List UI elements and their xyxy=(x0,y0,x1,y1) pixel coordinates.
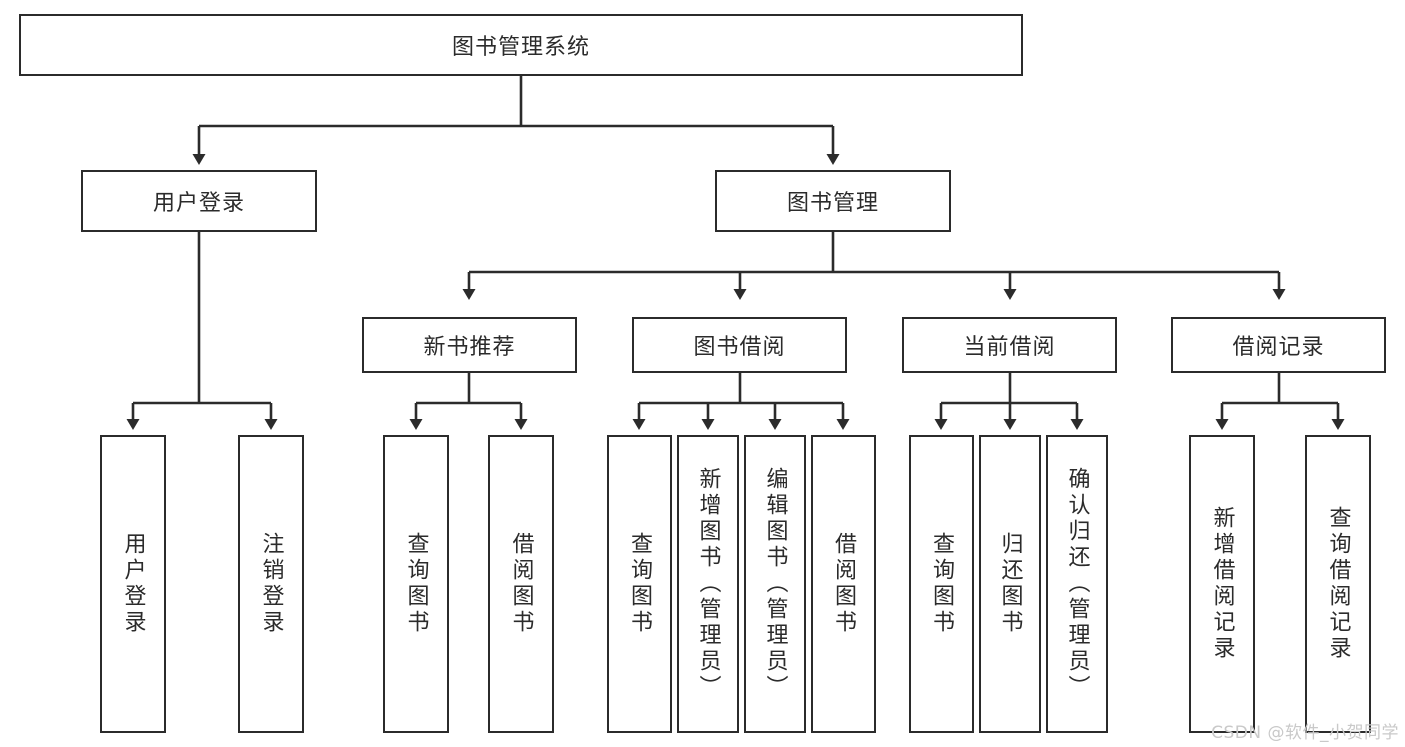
node-label: 当前借阅 xyxy=(963,335,1056,360)
leaf-borrow-book[interactable]: 借阅图书 xyxy=(811,435,876,733)
node-label: 图书借阅 xyxy=(693,335,786,360)
leaf-confirm-return-admin[interactable]: 确认归还（管理员） xyxy=(1046,435,1108,733)
edges-current-borrow xyxy=(934,373,1084,430)
node-label: 用户登录 xyxy=(152,191,245,216)
leaf-query-borrow-record[interactable]: 查询借阅记录 xyxy=(1305,435,1371,733)
leaf-return-book[interactable]: 归还图书 xyxy=(979,435,1041,733)
node-user-login[interactable]: 用户登录 xyxy=(81,170,317,232)
edges-book-borrow xyxy=(632,373,850,430)
node-label: 用户登录 xyxy=(120,532,146,636)
leaf-add-book-admin[interactable]: 新增图书（管理员） xyxy=(677,435,739,733)
node-label: 借阅图书 xyxy=(508,532,534,636)
node-root-system[interactable]: 图书管理系统 xyxy=(19,14,1023,76)
node-label: 编辑图书（管理员） xyxy=(762,467,788,701)
leaf-borrow-book-recommend[interactable]: 借阅图书 xyxy=(488,435,554,733)
leaf-query-book-borrow[interactable]: 查询图书 xyxy=(607,435,672,733)
node-label: 新增借阅记录 xyxy=(1209,506,1235,662)
csdn-watermark: CSDN @软件_小贺同学 xyxy=(1211,723,1399,743)
node-label: 查询图书 xyxy=(929,532,955,636)
node-label: 借阅记录 xyxy=(1232,335,1325,360)
node-label: 图书管理 xyxy=(786,191,879,216)
node-label: 查询图书 xyxy=(403,532,429,636)
node-label: 注销登录 xyxy=(258,532,284,636)
node-borrow-record[interactable]: 借阅记录 xyxy=(1171,317,1386,373)
node-book-management[interactable]: 图书管理 xyxy=(715,170,951,232)
node-label: 借阅图书 xyxy=(831,532,857,636)
node-label: 新书推荐 xyxy=(423,335,516,360)
node-label: 查询图书 xyxy=(627,532,653,636)
leaf-logout[interactable]: 注销登录 xyxy=(238,435,304,733)
edges-book-mgmt xyxy=(462,232,1286,300)
node-label: 查询借阅记录 xyxy=(1325,506,1351,662)
edges-user-login xyxy=(126,232,278,430)
leaf-edit-book-admin[interactable]: 编辑图书（管理员） xyxy=(744,435,806,733)
leaf-query-book-current[interactable]: 查询图书 xyxy=(909,435,974,733)
node-new-book-recommend[interactable]: 新书推荐 xyxy=(362,317,577,373)
edges-root xyxy=(192,76,840,165)
leaf-user-login[interactable]: 用户登录 xyxy=(100,435,166,733)
node-label: 新增图书（管理员） xyxy=(695,467,721,701)
node-label: 图书管理系统 xyxy=(451,35,590,60)
edges-borrow-record xyxy=(1215,373,1345,430)
node-label: 确认归还（管理员） xyxy=(1064,467,1090,701)
edges-new-book xyxy=(409,373,528,430)
leaf-add-borrow-record[interactable]: 新增借阅记录 xyxy=(1189,435,1255,733)
node-label: 归还图书 xyxy=(997,532,1023,636)
node-book-borrow[interactable]: 图书借阅 xyxy=(632,317,847,373)
leaf-query-book-recommend[interactable]: 查询图书 xyxy=(383,435,449,733)
node-current-borrow[interactable]: 当前借阅 xyxy=(902,317,1117,373)
